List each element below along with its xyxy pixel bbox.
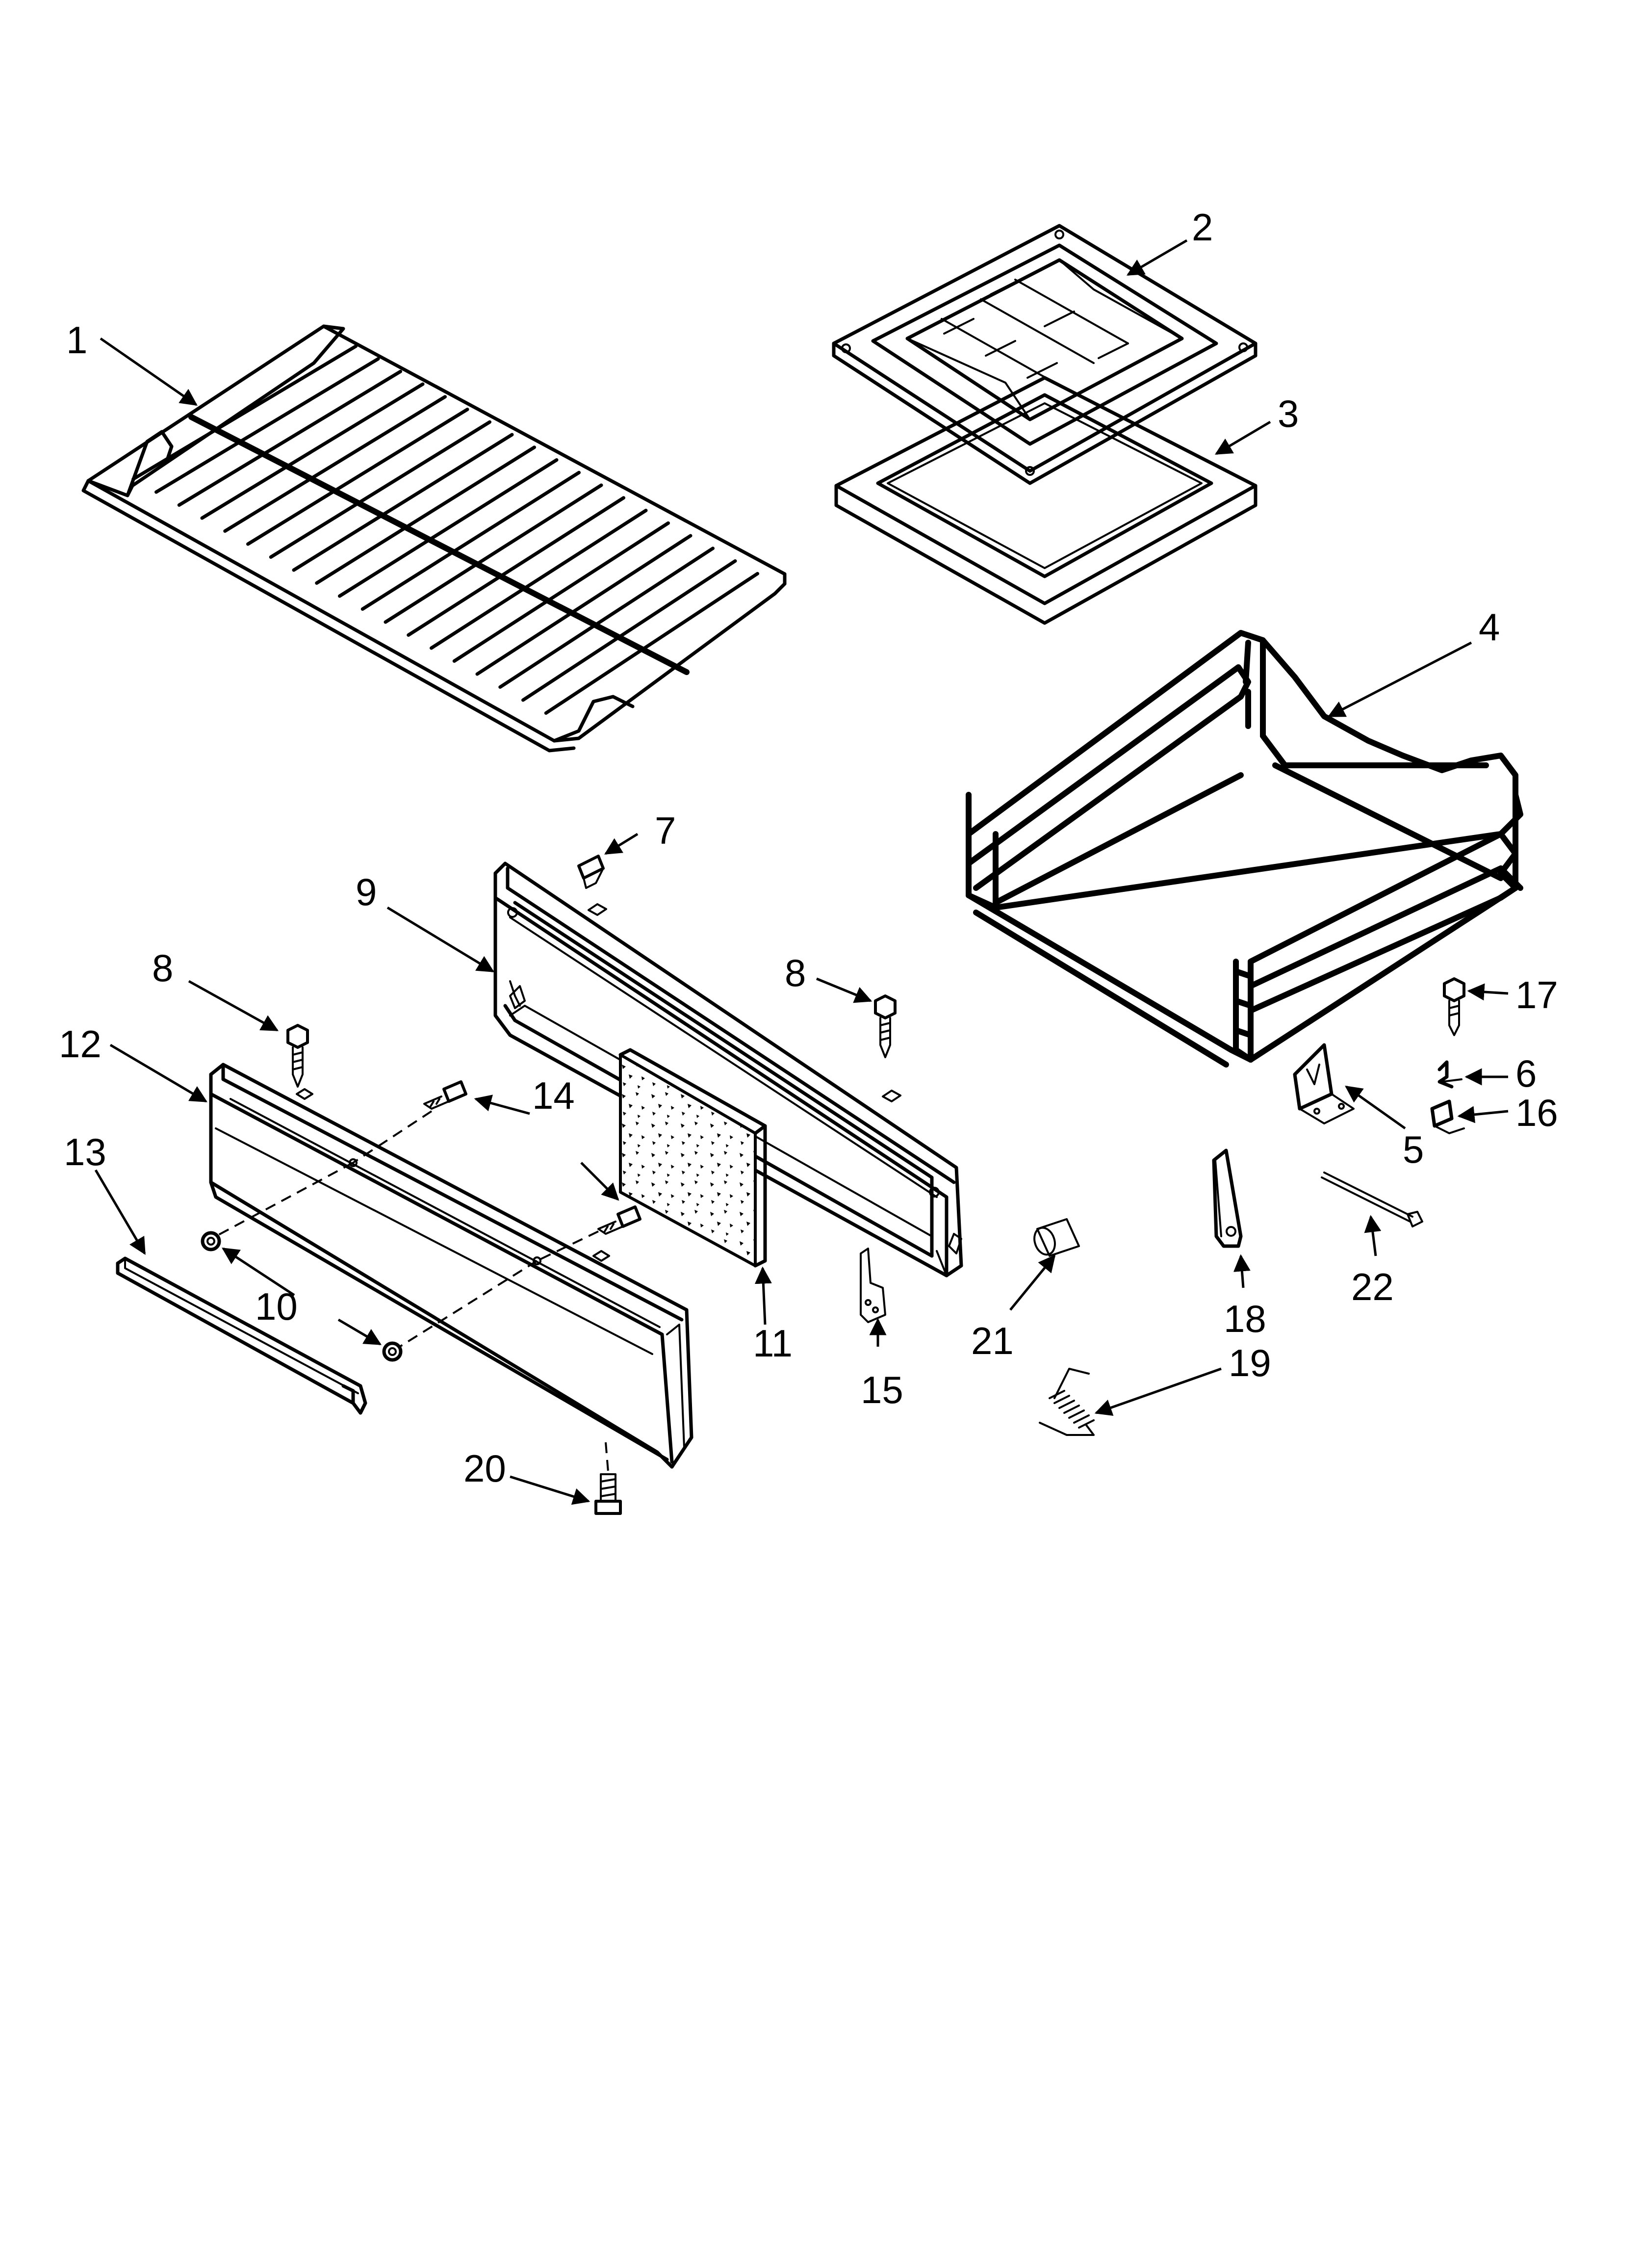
- callout-13: 13: [64, 1130, 106, 1173]
- rack-wire: [338, 458, 559, 598]
- callout-4: 4: [1479, 605, 1500, 649]
- callout-11: 11: [753, 1322, 793, 1365]
- broiler-pan-insert: [832, 224, 1257, 485]
- rack-wire: [223, 395, 447, 533]
- callout-1: 1: [66, 318, 87, 362]
- insulation-pad: [618, 1048, 767, 1268]
- rack-wire: [154, 357, 380, 494]
- callout-2: 2: [1192, 206, 1213, 249]
- callout-3: 3: [1278, 392, 1299, 435]
- rack-wire: [360, 470, 581, 611]
- rack-wire: [430, 509, 648, 650]
- callout-20: 20: [463, 1447, 506, 1490]
- rack-wire: [269, 420, 491, 559]
- roller-21: [1033, 1218, 1080, 1257]
- screw-17: [1443, 977, 1465, 1036]
- callout-7: 7: [655, 809, 676, 852]
- callout-9: 9: [356, 870, 377, 913]
- rack-wire: [498, 547, 715, 689]
- callout-5: 5: [1403, 1128, 1424, 1171]
- alignment-lines: [215, 1110, 609, 1472]
- bracket-15: [860, 1248, 886, 1323]
- callout-21: 21: [971, 1319, 1014, 1362]
- drawer-trim: [116, 1256, 367, 1415]
- callout-16: 16: [1515, 1091, 1558, 1134]
- rack-wire: [384, 483, 603, 624]
- rack-wire: [544, 572, 759, 715]
- bracket-5: [1293, 1043, 1355, 1124]
- screw-20: [594, 1473, 622, 1515]
- drawer-front-panel: [209, 1063, 693, 1469]
- callout-19: 19: [1229, 1341, 1271, 1384]
- grommet-10-upper: [201, 1231, 221, 1251]
- callout-14: 14: [532, 1074, 575, 1117]
- rack-wire: [131, 344, 358, 481]
- oven-rack: [81, 324, 787, 753]
- callout-10: 10: [255, 1285, 298, 1328]
- rack-wire: [292, 433, 514, 572]
- callout-22: 22: [1351, 1265, 1394, 1308]
- clip-16: [1430, 1099, 1465, 1134]
- screw-7: [577, 855, 605, 889]
- screw-14-upper: [423, 1080, 467, 1110]
- drawer-inner-panel: [493, 861, 963, 1277]
- callout-18: 18: [1224, 1297, 1266, 1340]
- rack-wire: [315, 445, 536, 585]
- grommet-10-lower: [382, 1341, 403, 1362]
- rack-wire: [200, 382, 425, 520]
- leader-lines: [94, 239, 1509, 1505]
- drawer-body: [966, 630, 1523, 1068]
- callout-17: 17: [1515, 973, 1558, 1017]
- callout-15: 15: [861, 1368, 903, 1411]
- rack-wire: [475, 534, 693, 676]
- rack-wire: [177, 369, 402, 507]
- screw-14-lower: [597, 1205, 641, 1235]
- rack-wire: [521, 559, 737, 702]
- clip-6: [1437, 1060, 1462, 1089]
- callout-8-right: 8: [785, 951, 806, 994]
- rod-22: [1321, 1172, 1423, 1227]
- screw-8-left: [286, 1024, 309, 1088]
- callout-6: 6: [1515, 1052, 1537, 1095]
- callout-12: 12: [59, 1022, 102, 1066]
- broiler-pan: [834, 376, 1257, 625]
- rack-wire: [246, 408, 469, 546]
- drawer-slide-18: [1212, 1148, 1243, 1248]
- spring-19: [1039, 1368, 1095, 1436]
- callout-8-left: 8: [152, 946, 173, 990]
- callout-labels: 1 2 3 4 5 6 7 8 8 9 10 11 12 13 14 15 16…: [59, 206, 1558, 1490]
- rack-wire: [407, 496, 625, 637]
- rack-wire: [452, 521, 670, 663]
- screw-8-right: [874, 994, 897, 1058]
